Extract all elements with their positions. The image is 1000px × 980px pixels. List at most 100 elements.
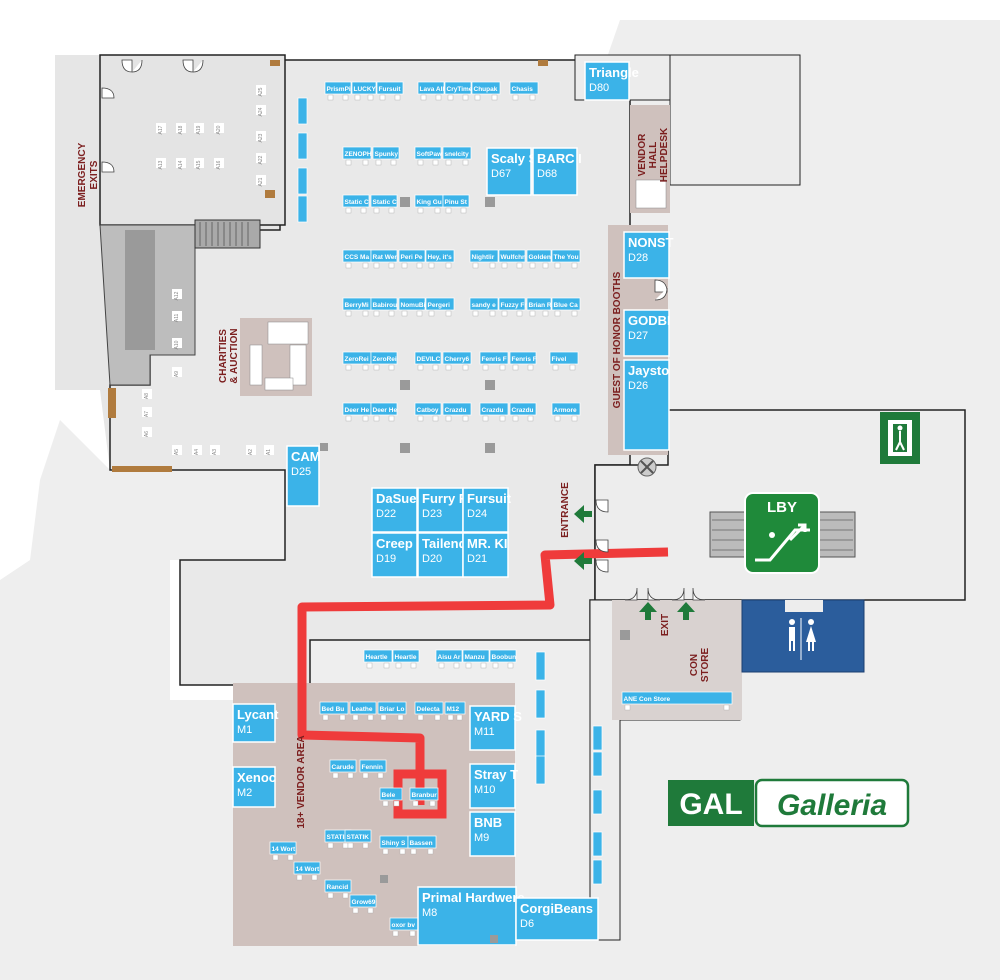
booth-small[interactable]: Crazdu (442, 402, 472, 422)
booth-small[interactable]: Chupak (471, 81, 501, 101)
booth-strip[interactable] (297, 167, 308, 195)
booth-small[interactable]: Crazdu (509, 402, 537, 422)
booth-small[interactable]: BerryMi (342, 297, 372, 317)
booth-small[interactable]: Briar Lo (377, 701, 407, 721)
booth-strip[interactable] (535, 689, 546, 719)
booth-small[interactable]: Brian R (526, 297, 552, 317)
booth-small[interactable]: Fivel (549, 351, 579, 371)
booth-small[interactable]: Nightlir (469, 249, 499, 269)
booth-small[interactable]: Grow69 (349, 894, 377, 914)
booth-small[interactable]: Hey, it's (425, 249, 455, 269)
booth-small[interactable]: 14 Wort (269, 841, 297, 861)
booth-small[interactable]: 14 Wort (293, 861, 321, 881)
booth-small[interactable]: Heartle (363, 649, 393, 669)
booth-small[interactable]: STATIK (344, 829, 372, 849)
booth-small[interactable]: Rancid (324, 879, 352, 899)
booth-small[interactable]: Wulfchn (498, 249, 526, 269)
booth-small[interactable]: Bele (379, 787, 403, 807)
booth-small[interactable]: Fursuit (376, 81, 404, 101)
booth-strip[interactable] (535, 755, 546, 785)
booth-small[interactable]: Crazdu (479, 402, 509, 422)
booth-small[interactable]: Rat Wer (370, 249, 397, 269)
booth-small[interactable]: Branbur (409, 787, 439, 807)
booth-small[interactable]: sandy e (469, 297, 499, 317)
booth-small[interactable]: Babirou (370, 297, 398, 317)
booth-small[interactable]: Lava All (417, 81, 444, 101)
booth-small[interactable]: NomuBi (398, 297, 426, 317)
booth-small[interactable]: Fenris F (509, 351, 537, 371)
booth-small[interactable]: STATIK (324, 829, 352, 849)
booth-small[interactable]: LUCKY (351, 81, 377, 101)
booth-strip[interactable] (592, 831, 603, 857)
booth-strip[interactable] (592, 751, 603, 777)
booth-small[interactable]: Fenris F (479, 351, 509, 371)
booth-small[interactable]: Peri Pe (398, 249, 426, 269)
booth-small[interactable]: CryTime (444, 81, 473, 101)
booth-small[interactable]: Boobun (489, 649, 517, 669)
booth-strip[interactable] (535, 729, 546, 759)
booth-small[interactable]: Static C (370, 194, 398, 214)
booth-small[interactable]: Leathe (349, 701, 377, 721)
booth-small[interactable]: Static C (342, 194, 370, 214)
booth-small[interactable]: Bassen (407, 835, 437, 855)
booth-small[interactable]: PrismPi (324, 81, 352, 101)
booth-small[interactable]: The You (551, 249, 581, 269)
booth-strip[interactable] (297, 195, 308, 223)
booth-small[interactable]: snelcity (442, 146, 472, 166)
booth-strip[interactable] (297, 97, 308, 125)
booth-small[interactable]: Manzu (462, 649, 490, 669)
booth-small[interactable]: Deer He (370, 402, 397, 422)
booth-small[interactable]: ZENOPH (342, 146, 372, 166)
booth-small[interactable]: ANE Con Store (621, 691, 733, 711)
booth-strip[interactable] (592, 859, 603, 885)
booth-strip[interactable] (592, 789, 603, 815)
booth-small[interactable]: Bed Bu (319, 701, 349, 721)
booth-small[interactable]: Pergeri (425, 297, 455, 317)
booth-small[interactable]: Fennin (359, 759, 387, 779)
booth-small[interactable]: Fuzzy Fr (498, 297, 527, 317)
booth-small[interactable]: Cherry6 (442, 351, 472, 371)
booth-small[interactable]: ZeroRei (342, 351, 372, 371)
booth-small[interactable]: SoftPaw (414, 146, 443, 166)
route-path (297, 547, 669, 805)
seat-label: A13 (158, 160, 164, 169)
booth-strip[interactable] (297, 132, 308, 160)
booth-small[interactable]: Golden (526, 249, 552, 269)
booth-small[interactable]: Heartle (392, 649, 420, 669)
booth-small[interactable]: Delecta (414, 701, 444, 721)
booth-strip[interactable] (592, 725, 603, 751)
booth-small[interactable]: M12 (444, 701, 466, 721)
booth-strip[interactable] (535, 651, 546, 681)
booth-small[interactable]: Spunky (372, 146, 400, 166)
booth-small[interactable]: DEVILC (414, 351, 442, 371)
booth-small[interactable]: ZeroRei (370, 351, 398, 371)
booth-small[interactable]: Pinu St (442, 194, 470, 214)
booth-small[interactable]: Blue Ca (551, 297, 581, 317)
booth-small[interactable]: Carude (329, 759, 357, 779)
booth-small[interactable]: Armore (551, 402, 581, 422)
booth-small[interactable]: Aisu Ar (435, 649, 463, 669)
booth-small[interactable]: Chasis (509, 81, 539, 101)
booth-small[interactable]: Catboy (414, 402, 442, 422)
